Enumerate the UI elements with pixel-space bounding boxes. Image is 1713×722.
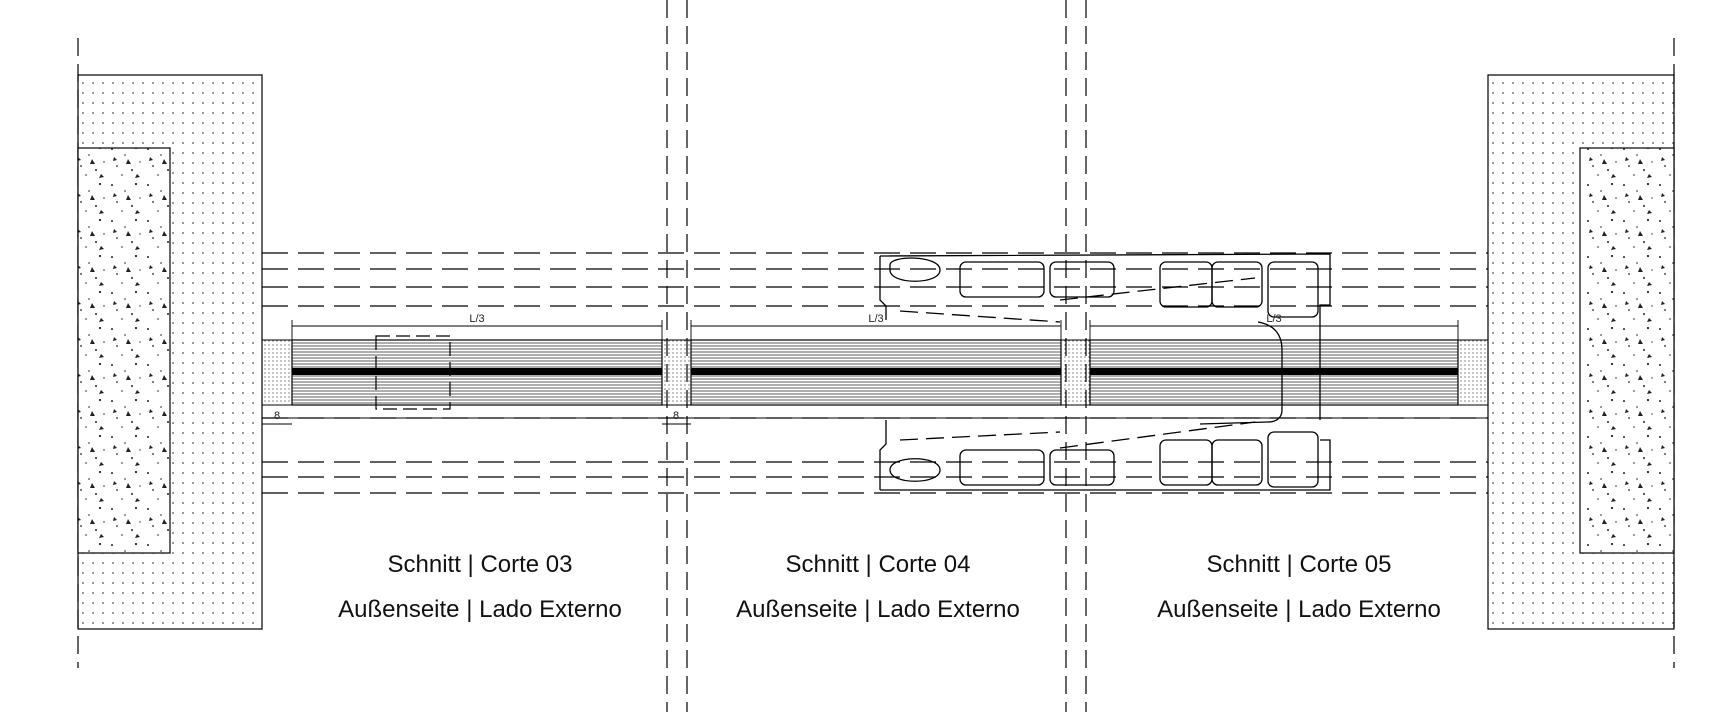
dim-label-panel-1: L/3 (469, 313, 484, 325)
dim-label-gap-2: 8 (673, 410, 679, 422)
section-03-side: Außenseite | Lado Externo (338, 596, 622, 623)
panel-corte-05 (1089, 339, 1459, 406)
glass-panels (261, 335, 1489, 419)
right-wall (1487, 74, 1675, 630)
dim-label-gap-1: 8 (274, 410, 280, 422)
profile-outlines (879, 253, 1331, 491)
panel-corte-03 (291, 339, 663, 406)
section-04-side: Außenseite | Lado Externo (736, 596, 1020, 623)
panel-corte-04 (690, 339, 1062, 406)
section-04-title: Schnitt | Corte 04 (786, 551, 971, 578)
left-wall (77, 74, 263, 630)
section-05-side: Außenseite | Lado Externo (1157, 596, 1441, 623)
dim-label-panel-2: L/3 (868, 313, 883, 325)
dimension-lines (262, 320, 1459, 425)
section-03-title: Schnitt | Corte 03 (388, 551, 573, 578)
section-05-title: Schnitt | Corte 05 (1207, 551, 1392, 578)
dim-label-panel-3: L/3 (1266, 313, 1281, 325)
